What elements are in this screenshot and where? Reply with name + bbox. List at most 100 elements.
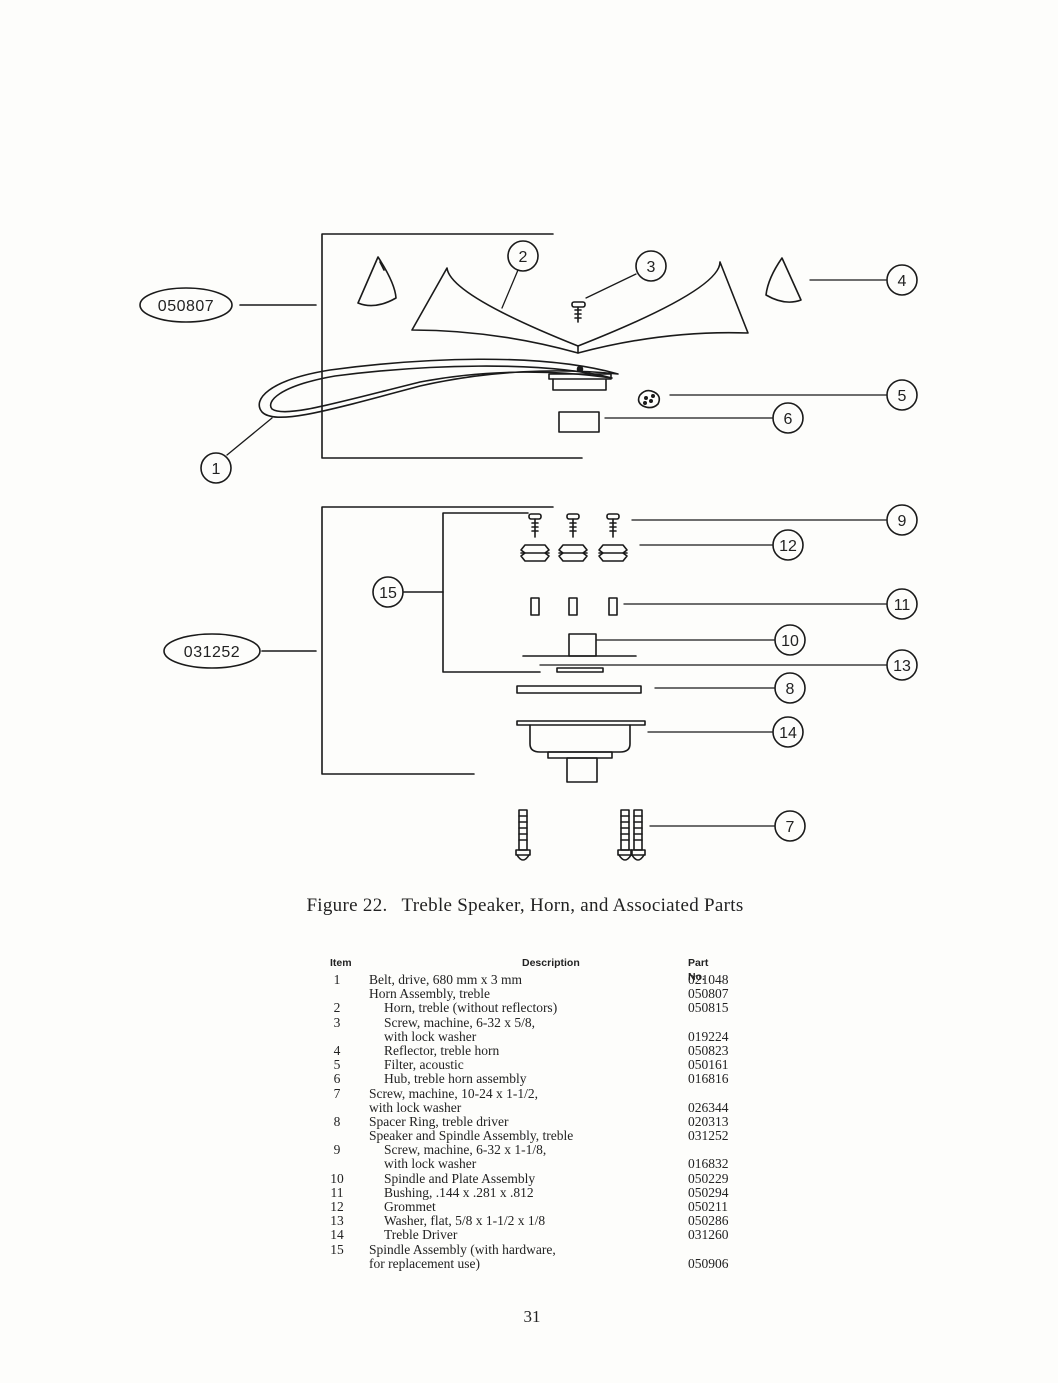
table-row: 2 Horn, treble (without reflectors) 050815 (326, 1001, 746, 1015)
callout-4: 4 (886, 264, 918, 296)
callout-13: 13 (886, 649, 918, 681)
svg-text:3: 3 (647, 259, 656, 276)
spindle-assembly-bracket (403, 512, 541, 673)
item-description: Spindle Assembly (with hardware, (369, 1241, 556, 1257)
item-part-number: 026344 (688, 1099, 729, 1115)
item-description: Screw, machine, 6-32 x 5/8, (384, 1014, 535, 1030)
item-description: Reflector, treble horn (384, 1042, 500, 1058)
figure-number: Figure 22. (306, 895, 388, 916)
item-number: 6 (333, 1071, 341, 1087)
table-row: 10 Spindle and Plate Assembly 050229 (326, 1170, 746, 1186)
column-header-description: Description (522, 957, 580, 969)
table-row: Speaker and Spindle Assembly, treble 0312… (326, 1128, 746, 1144)
callout-15: 15 (372, 576, 404, 608)
svg-text:14: 14 (779, 725, 797, 742)
item-description: Bushing, .144 x .281 x .812 (384, 1184, 534, 1200)
svg-text:12: 12 (779, 538, 797, 555)
callout-10: 10 (774, 624, 806, 656)
table-row: 3 Screw, machine, 6-32 x 5/8, (326, 1014, 746, 1030)
horn-screw (571, 301, 586, 323)
item-part-number: 016816 (688, 1071, 729, 1087)
assembly-label-050807-text: 050807 (158, 298, 214, 315)
item-description: Grommet (384, 1199, 436, 1214)
item-part-number: 020313 (688, 1113, 729, 1129)
svg-text:4: 4 (898, 273, 907, 290)
callout-9: 9 (886, 504, 918, 536)
svg-text:5: 5 (898, 388, 907, 405)
callout-6: 6 (772, 402, 804, 434)
item-part-number: 050211 (688, 1199, 728, 1214)
callout-3: 3 (635, 250, 667, 282)
item-part-number: 031252 (688, 1128, 729, 1144)
item-description: Treble Driver (384, 1227, 458, 1243)
item-number: 2 (333, 1000, 341, 1016)
item-part-number: 050807 (688, 986, 729, 1002)
item-number: 7 (333, 1085, 341, 1101)
item-description: Washer, flat, 5/8 x 1-1/2 x 1/8 (384, 1213, 546, 1229)
item-description: Spacer Ring, treble driver (369, 1113, 509, 1129)
item-part-number: 050229 (688, 1170, 729, 1186)
assembly-label-031252-text: 031252 (184, 644, 240, 661)
svg-text:1: 1 (212, 461, 221, 478)
svg-text:13: 13 (893, 658, 911, 675)
item-part-number: 050906 (688, 1255, 729, 1271)
item-number: 3 (333, 1014, 341, 1030)
item-number: 1 (333, 972, 341, 987)
column-header-part-no: Part No. (688, 957, 709, 984)
item-number: 12 (330, 1199, 344, 1214)
item-number: 10 (330, 1170, 344, 1186)
item-number: 11 (330, 1184, 344, 1200)
spacer-ring (516, 685, 642, 694)
svg-text:2: 2 (519, 249, 528, 266)
item-description: Spindle and Plate Assembly (384, 1170, 536, 1186)
driver-screws (515, 809, 646, 861)
column-header-item: Item (330, 957, 352, 969)
drive-belt (258, 358, 619, 418)
svg-text:15: 15 (379, 585, 397, 602)
table-row: 8 Spacer Ring, treble driver 020313 (326, 1113, 746, 1129)
item-number: 4 (333, 1042, 341, 1058)
item-number: 5 (333, 1057, 341, 1073)
assembly-label-031252: 031252 (163, 633, 261, 669)
svg-text:11: 11 (894, 597, 911, 614)
item-number: 8 (333, 1113, 341, 1129)
figure-caption: Figure 22.Treble Speaker, Horn, and Asso… (0, 895, 1058, 917)
item-number: 15 (330, 1241, 344, 1257)
item-description: Screw, machine, 10-24 x 1-1/2, (369, 1085, 538, 1101)
item-part-number: 050815 (688, 1000, 729, 1016)
item-part-number: 031260 (688, 1227, 729, 1243)
item-description: Horn, treble (without reflectors) (384, 1000, 558, 1016)
svg-text:9: 9 (898, 513, 907, 530)
spindle-plate-assembly (522, 633, 637, 657)
callout-14: 14 (772, 716, 804, 748)
table-row: 12 Grommet 050211 (326, 1199, 746, 1214)
svg-text:6: 6 (784, 411, 793, 428)
page-number: 31 (523, 1307, 541, 1326)
item-description: Speaker and Spindle Assembly, treble (369, 1128, 574, 1144)
horn-hub (548, 365, 612, 433)
callout-11: 11 (886, 588, 918, 620)
callout-2: 2 (507, 240, 539, 272)
table-row: 11 Bushing, .144 x .281 x .812 050294 (326, 1184, 746, 1200)
item-description: with lock washer (384, 1156, 477, 1172)
table-row: 7 Screw, machine, 10-24 x 1-1/2, (326, 1085, 746, 1101)
item-part-number: 050161 (688, 1057, 729, 1073)
svg-text:8: 8 (786, 681, 795, 698)
acoustic-filter (637, 389, 661, 409)
bushings (530, 597, 618, 616)
callout-12: 12 (772, 529, 804, 561)
leader-lines-upper (226, 269, 887, 456)
item-part-number: 050294 (688, 1184, 729, 1200)
item-description: with lock washer (369, 1099, 462, 1115)
assembly-label-050807: 050807 (139, 287, 233, 323)
reflector-right (765, 257, 802, 303)
item-description: for replacement use) (369, 1255, 480, 1271)
table-row: 15 Spindle Assembly (with hardware, (326, 1241, 746, 1257)
